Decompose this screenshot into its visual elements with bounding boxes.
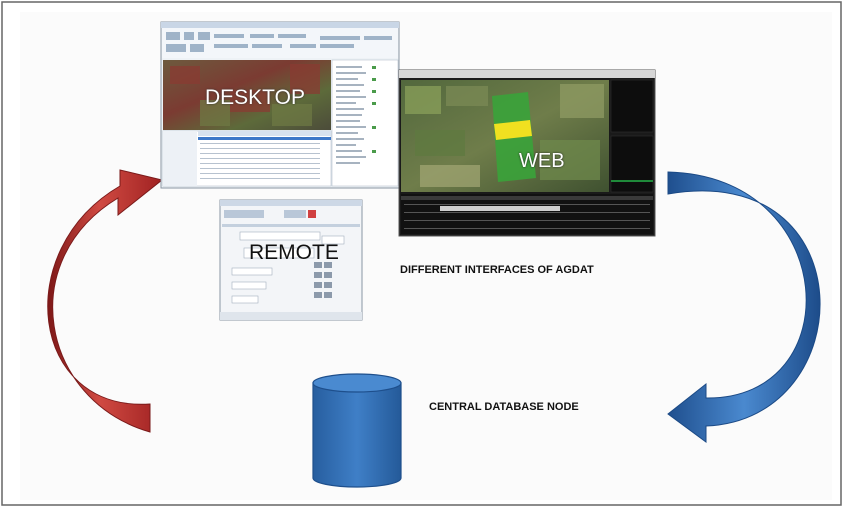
desktop-screenshot [160, 21, 400, 189]
interfaces-caption: DIFFERENT INTERFACES OF AGDAT [400, 264, 594, 276]
remote-screenshot [219, 199, 363, 321]
web-screenshot [398, 69, 656, 237]
red-cycle-arrow [47, 169, 164, 433]
database-icon [312, 373, 402, 488]
web-label: WEB [519, 150, 565, 172]
database-caption: CENTRAL DATABASE NODE [429, 401, 579, 413]
blue-cycle-arrow [667, 171, 821, 443]
remote-label: REMOTE [249, 241, 339, 264]
desktop-label: DESKTOP [205, 86, 305, 109]
